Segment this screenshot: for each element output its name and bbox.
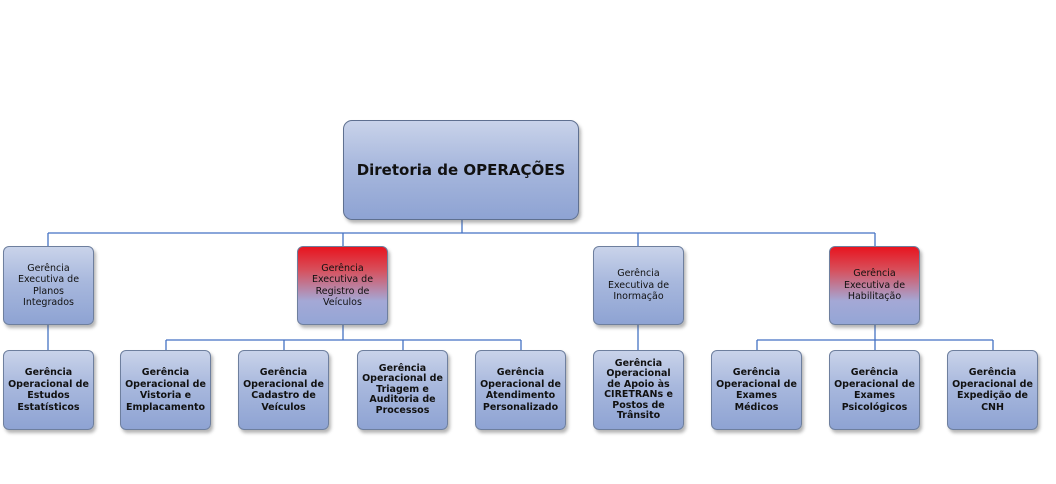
node-executiva-habilitacao-label: Gerência Executiva de Habilitação	[843, 268, 906, 303]
node-operacional-expedicao-cnh: Gerência Operacional de Expedição de CNH	[947, 350, 1038, 430]
connector-registro-to-children	[165, 324, 522, 350]
connector-habilitacao-to-children	[756, 324, 994, 350]
node-executiva-informacao: Gerência Executiva de Inormação	[593, 246, 684, 325]
node-operacional-apoio-ciretrans-label: Gerência Operacional de Apoio às CIRETRA…	[604, 357, 673, 421]
node-operacional-vistoria-emplacamento: Gerência Operacional de Vistoria e Empla…	[120, 350, 211, 430]
node-executiva-planos-integrados: Gerência Executiva de Planos Integrados	[3, 246, 94, 325]
node-executiva-planos-integrados-label: Gerência Executiva de Planos Integrados	[17, 262, 80, 309]
node-operacional-vistoria-emplacamento-label: Gerência Operacional de Vistoria e Empla…	[125, 367, 206, 413]
node-operacional-exames-psicologicos-label: Gerência Operacional de Exames Psicológi…	[834, 367, 915, 413]
node-operacional-exames-medicos-label: Gerência Operacional de Exames Médicos	[716, 367, 797, 413]
node-operacional-estudos-estatisticos: Gerência Operacional de Estudos Estatíst…	[3, 350, 94, 430]
node-operacional-atendimento-personalizado: Gerência Operacional de Atendimento Pers…	[475, 350, 566, 430]
node-executiva-registro-veiculos: Gerência Executiva de Registro de Veícul…	[297, 246, 388, 325]
node-operacional-cadastro-veiculos: Gerência Operacional de Cadastro de Veíc…	[238, 350, 329, 430]
node-operacional-exames-medicos: Gerência Operacional de Exames Médicos	[711, 350, 802, 430]
node-diretoria-operacoes-label: Diretoria de OPERAÇÕES	[356, 161, 566, 179]
connector-root-to-executives	[47, 220, 876, 246]
node-operacional-estudos-estatisticos-label: Gerência Operacional de Estudos Estatíst…	[8, 367, 89, 413]
node-operacional-exames-psicologicos: Gerência Operacional de Exames Psicológi…	[829, 350, 920, 430]
node-operacional-cadastro-veiculos-label: Gerência Operacional de Cadastro de Veíc…	[243, 367, 324, 413]
node-operacional-triagem-auditoria: Gerência Operacional de Triagem e Audito…	[357, 350, 448, 430]
node-operacional-expedicao-cnh-label: Gerência Operacional de Expedição de CNH	[952, 367, 1033, 413]
node-diretoria-operacoes: Diretoria de OPERAÇÕES	[343, 120, 579, 220]
node-operacional-atendimento-personalizado-label: Gerência Operacional de Atendimento Pers…	[480, 367, 561, 413]
node-executiva-habilitacao: Gerência Executiva de Habilitação	[829, 246, 920, 325]
node-operacional-triagem-auditoria-label: Gerência Operacional de Triagem e Audito…	[362, 362, 443, 416]
node-executiva-registro-veiculos-label: Gerência Executiva de Registro de Veícul…	[311, 262, 374, 309]
node-operacional-apoio-ciretrans: Gerência Operacional de Apoio às CIRETRA…	[593, 350, 684, 430]
node-executiva-informacao-label: Gerência Executiva de Inormação	[607, 268, 670, 303]
